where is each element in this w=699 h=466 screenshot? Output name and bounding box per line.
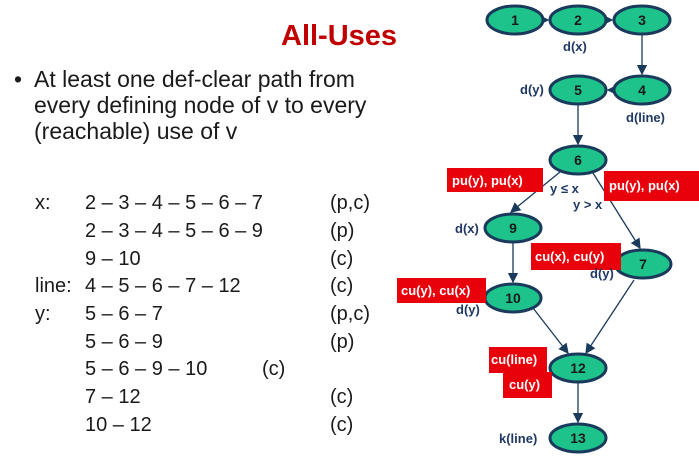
node-label: 10	[505, 290, 521, 306]
label-d-y-5: d(y)	[520, 82, 544, 97]
label-d-y-10: d(y)	[456, 302, 480, 317]
node-label: 13	[570, 430, 586, 446]
label-cu-10: cu(y), cu(x)	[401, 283, 470, 298]
node-7: 7	[613, 248, 673, 280]
node-9: 9	[483, 212, 543, 244]
label-cu-7: cu(x), cu(y)	[535, 249, 604, 264]
edge-10-12	[532, 307, 569, 355]
edge-6-7	[592, 172, 641, 250]
label-pu-right: pu(y), pu(x)	[609, 178, 680, 193]
node-ellipse	[548, 352, 608, 384]
annotations: d(x) d(y) d(line) pu(y), pu(x) pu(y), pu…	[397, 39, 699, 446]
label-d-x-2: d(x)	[563, 39, 587, 54]
path-text: 5 – 6 – 9 – 10	[85, 358, 208, 380]
use-type: (c)	[330, 248, 354, 270]
node-label: 5	[574, 82, 582, 98]
node-ellipse	[483, 212, 543, 244]
bullet-dot: •	[14, 66, 23, 92]
path-row: y: 5 – 6 – 7 (p,c)	[0, 303, 420, 327]
node-ellipse	[548, 144, 608, 176]
label-cu-line: cu(line)	[491, 352, 537, 367]
node-label: 4	[638, 82, 646, 98]
node-label: 3	[638, 12, 646, 28]
node-label: 1	[511, 12, 519, 28]
edge-7-12	[585, 279, 635, 355]
node-ellipse	[548, 4, 608, 36]
path-row: 10 – 12 (c)	[0, 414, 420, 438]
red-box-cu-7	[531, 243, 621, 270]
use-type: (c)	[330, 414, 354, 436]
variable-label: y:	[35, 303, 51, 325]
path-text: 2 – 3 – 4 – 5 – 6 – 7	[85, 192, 263, 214]
red-box-cu-y-12	[503, 372, 552, 398]
node-2: 2	[548, 4, 608, 36]
path-text: 2 – 3 – 4 – 5 – 6 – 9	[85, 220, 263, 242]
label-d-x-9: d(x)	[455, 221, 479, 236]
path-row: 9 – 10 (c)	[0, 248, 420, 272]
node-ellipse	[612, 4, 672, 36]
variable-label: line:	[35, 275, 72, 297]
path-row: 2 – 3 – 4 – 5 – 6 – 9 (p)	[0, 220, 420, 244]
path-row: 5 – 6 – 9 – 10 (c)	[0, 358, 420, 382]
path-text: 5 – 6 – 9	[85, 331, 163, 353]
label-cond-gt: y > x	[573, 197, 603, 212]
path-text: 5 – 6 – 7	[85, 303, 163, 325]
node-label: 6	[574, 152, 582, 168]
label-cond-le: y ≤ x	[550, 181, 580, 196]
node-3: 3	[612, 4, 672, 36]
node-label: 12	[570, 360, 586, 376]
node-10: 10	[483, 282, 543, 314]
variable-label: x:	[35, 192, 51, 214]
path-text: 9 – 10	[85, 248, 141, 270]
node-label: 9	[509, 220, 517, 236]
path-row: x: 2 – 3 – 4 – 5 – 6 – 7 (p,c)	[0, 192, 420, 216]
use-type: (c)	[262, 358, 286, 380]
red-box-pu-right	[604, 171, 699, 201]
node-ellipse	[612, 74, 672, 106]
node-label: 2	[574, 12, 582, 28]
use-type: (c)	[330, 386, 354, 408]
path-row: line: 4 – 5 – 6 – 7 – 12 (c)	[0, 275, 420, 299]
node-1: 1	[485, 4, 545, 36]
node-label: 7	[639, 256, 647, 272]
red-box-cu-line	[489, 347, 547, 373]
use-type: (p)	[330, 331, 355, 353]
red-box-pu-left	[447, 168, 543, 192]
node-ellipse	[548, 74, 608, 106]
path-row: 5 – 6 – 9 (p)	[0, 331, 420, 355]
node-4: 4	[612, 74, 672, 106]
use-type: (p,c)	[330, 303, 370, 325]
label-cu-y-12: cu(y)	[509, 377, 540, 392]
path-text: 10 – 12	[85, 414, 152, 436]
node-12: 12	[548, 352, 608, 384]
node-5: 5	[548, 74, 608, 106]
label-pu-left: pu(y), pu(x)	[452, 173, 523, 188]
node-ellipse	[485, 4, 545, 36]
node-6: 6	[548, 144, 608, 176]
use-type: (c)	[330, 275, 354, 297]
node-ellipse	[548, 422, 608, 454]
path-text: 7 – 12	[85, 386, 141, 408]
path-row: 7 – 12 (c)	[0, 386, 420, 410]
slide-title: All-Uses	[281, 20, 398, 52]
label-d-line-4: d(line)	[626, 110, 665, 125]
bullet-point: • At least one def-clear path from every …	[14, 66, 414, 144]
red-box-cu-10	[397, 278, 486, 303]
label-d-y-7: d(y)	[590, 266, 614, 281]
use-type: (p,c)	[330, 192, 370, 214]
label-k-line-13: k(line)	[499, 431, 537, 446]
path-text: 4 – 5 – 6 – 7 – 12	[85, 275, 241, 297]
use-type: (p)	[330, 220, 355, 242]
node-13: 13	[548, 422, 608, 454]
bullet-text: At least one def-clear path from every d…	[34, 66, 367, 144]
